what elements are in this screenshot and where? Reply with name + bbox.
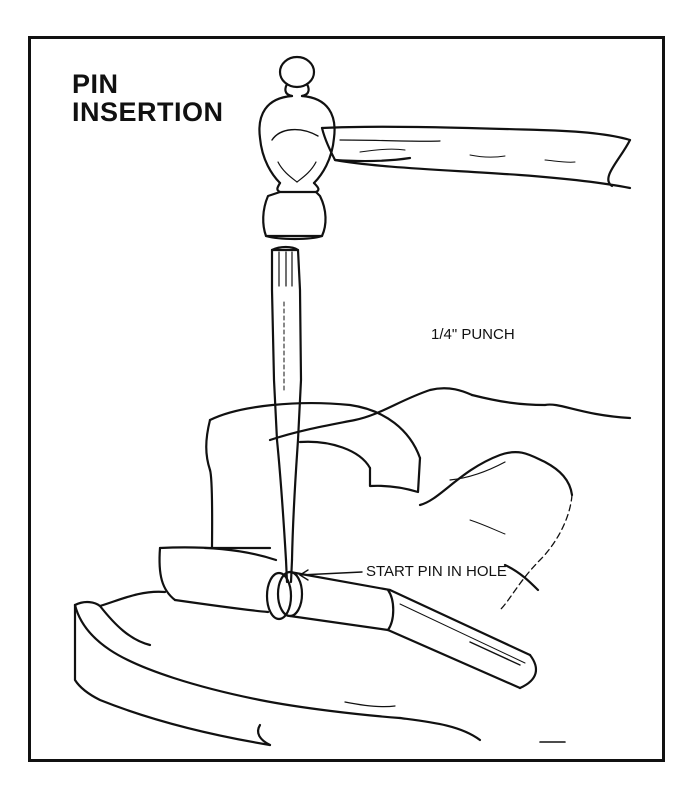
- punch-label: 1/4" PUNCH: [431, 326, 515, 343]
- start-pin-label: START PIN IN HOLE: [366, 563, 507, 580]
- figure-frame: [28, 36, 665, 762]
- title-line-2: INSERTION: [72, 97, 224, 127]
- title-line-1: PIN: [72, 69, 119, 99]
- base-drawing: [73, 590, 566, 747]
- bracket-drawing: [203, 402, 422, 550]
- figure-title: PIN INSERTION: [72, 70, 224, 126]
- leader-lines: [299, 569, 363, 581]
- punch-drawing: [270, 245, 303, 584]
- fabric-drawing: [268, 387, 632, 611]
- hammer-drawing: [258, 55, 336, 241]
- hand-drawing: [320, 125, 632, 190]
